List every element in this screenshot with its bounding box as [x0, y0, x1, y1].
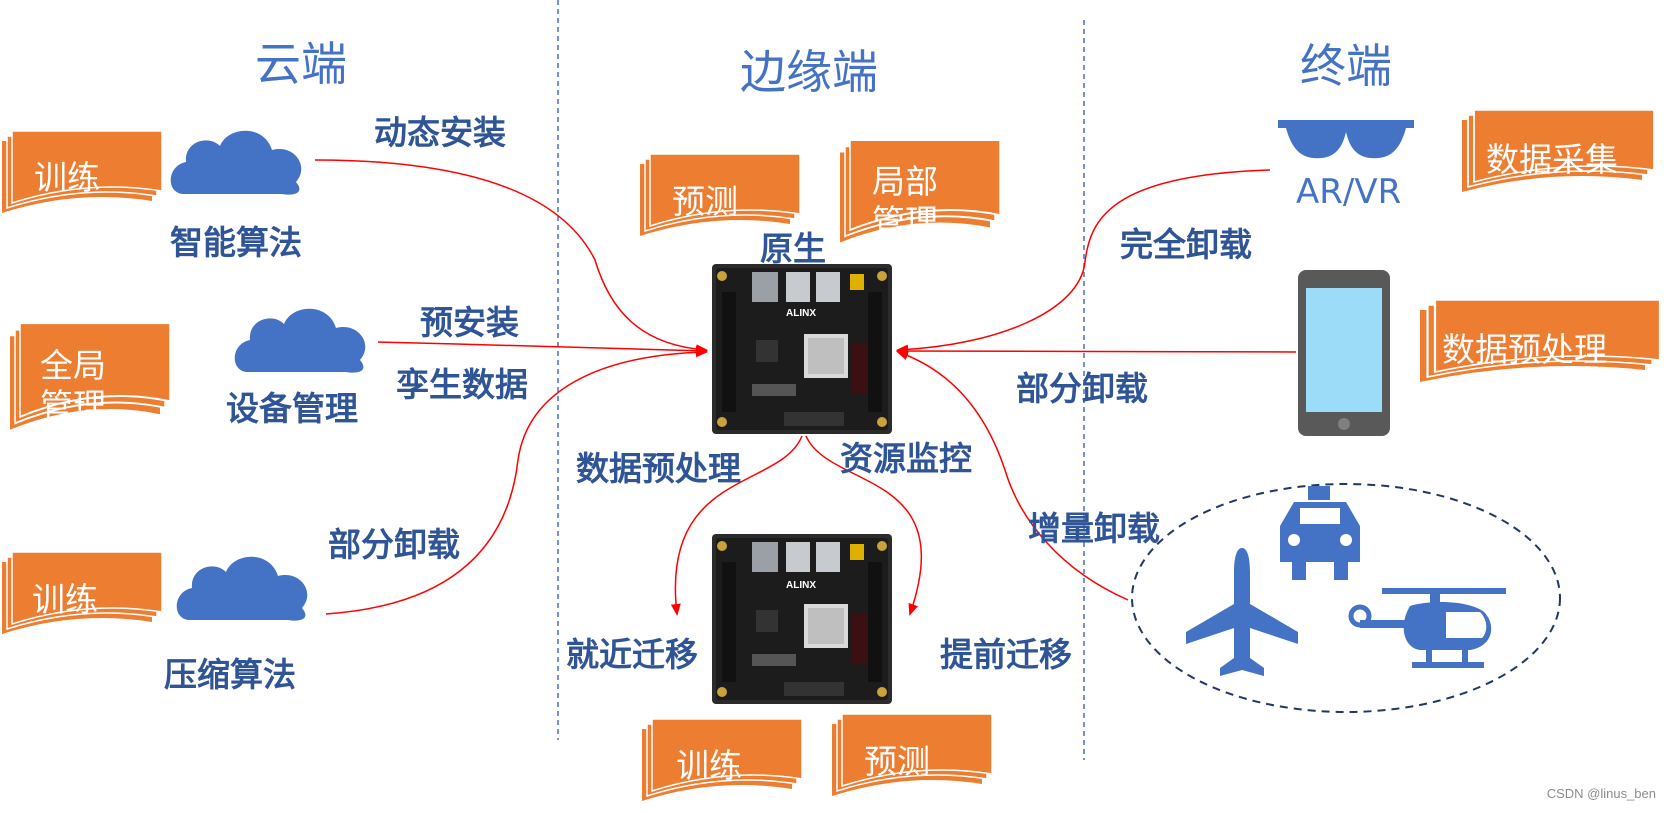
link-label-partial-offload-cloud: 部分卸载 — [328, 525, 460, 564]
arrow-advance-migration — [805, 435, 923, 616]
link-label-incremental-offload: 增量卸载 — [1028, 509, 1160, 548]
airplane-icon — [1186, 548, 1298, 676]
doc-text-train-cloud-bottom: 训练 — [32, 580, 98, 619]
link-label-dynamic-install: 动态安装 — [374, 113, 506, 152]
arrow-partial-offload-terminal — [896, 346, 1297, 357]
helicopter-icon — [1348, 588, 1506, 668]
doc-text-predict-edge-bottom: 预测 — [864, 742, 930, 781]
terminal-label-ar-vr: AR/VR — [1296, 172, 1402, 212]
doc-text-train-edge-bottom: 训练 — [676, 746, 742, 785]
edge-label-nearby-migration: 就近迁移 — [566, 635, 698, 674]
arrow-full-offload — [896, 169, 1271, 355]
arrow-incremental-offload — [896, 350, 1129, 601]
doc-text-local-management: 局部 管理 — [872, 162, 938, 241]
edge-label-advance-migration: 提前迁移 — [940, 635, 1072, 674]
doc-text-train-cloud-top: 训练 — [34, 158, 100, 197]
edge-task-data-preprocess: 数据预处理 — [576, 449, 741, 488]
column-title-cloud: 云端 — [255, 37, 347, 91]
doc-text-predict-edge-top: 预测 — [672, 182, 738, 221]
link-label-partial-offload-terminal: 部分卸载 — [1016, 369, 1148, 408]
phone-icon — [1298, 270, 1390, 436]
edge-task-resource-monitor: 资源监控 — [840, 439, 972, 478]
cloud-name-device-management: 设备管理 — [226, 389, 358, 428]
link-label-full-offload: 完全卸载 — [1120, 225, 1252, 264]
column-title-terminal: 终端 — [1300, 39, 1392, 93]
edge-board-main — [712, 264, 892, 434]
watermark: CSDN @linus_ben — [1546, 786, 1656, 801]
cloud-name-compression-algorithm: 压缩算法 — [164, 655, 296, 694]
column-title-edge: 边缘端 — [740, 45, 878, 99]
taxi-icon — [1280, 486, 1360, 580]
link-label-twin-data: 孪生数据 — [396, 365, 528, 404]
arrow-nearby-migration — [670, 435, 803, 616]
board-label-secondary: ALINX — [786, 580, 816, 591]
cloud-icon — [234, 308, 366, 373]
doc-text-data-preprocess-terminal: 数据预处理 — [1442, 330, 1607, 369]
cloud-icon — [170, 130, 302, 195]
arrow-partial-offload-cloud — [325, 347, 708, 615]
edge-board-secondary — [712, 534, 892, 704]
terminal-vehicle-group — [1131, 483, 1561, 713]
arrow-pre-install — [377, 341, 708, 356]
cloud-icon — [176, 556, 308, 621]
board-label-main: ALINX — [786, 308, 816, 319]
edge-label-native: 原生 — [760, 229, 826, 268]
glasses-icon — [1278, 120, 1414, 159]
link-label-pre-install: 预安装 — [420, 303, 519, 342]
doc-text-data-collection: 数据采集 — [1486, 140, 1618, 179]
doc-text-global-management: 全局 管理 — [40, 346, 106, 425]
cloud-name-smart-algorithm: 智能算法 — [170, 223, 302, 262]
arrow-dynamic-install — [314, 159, 708, 355]
